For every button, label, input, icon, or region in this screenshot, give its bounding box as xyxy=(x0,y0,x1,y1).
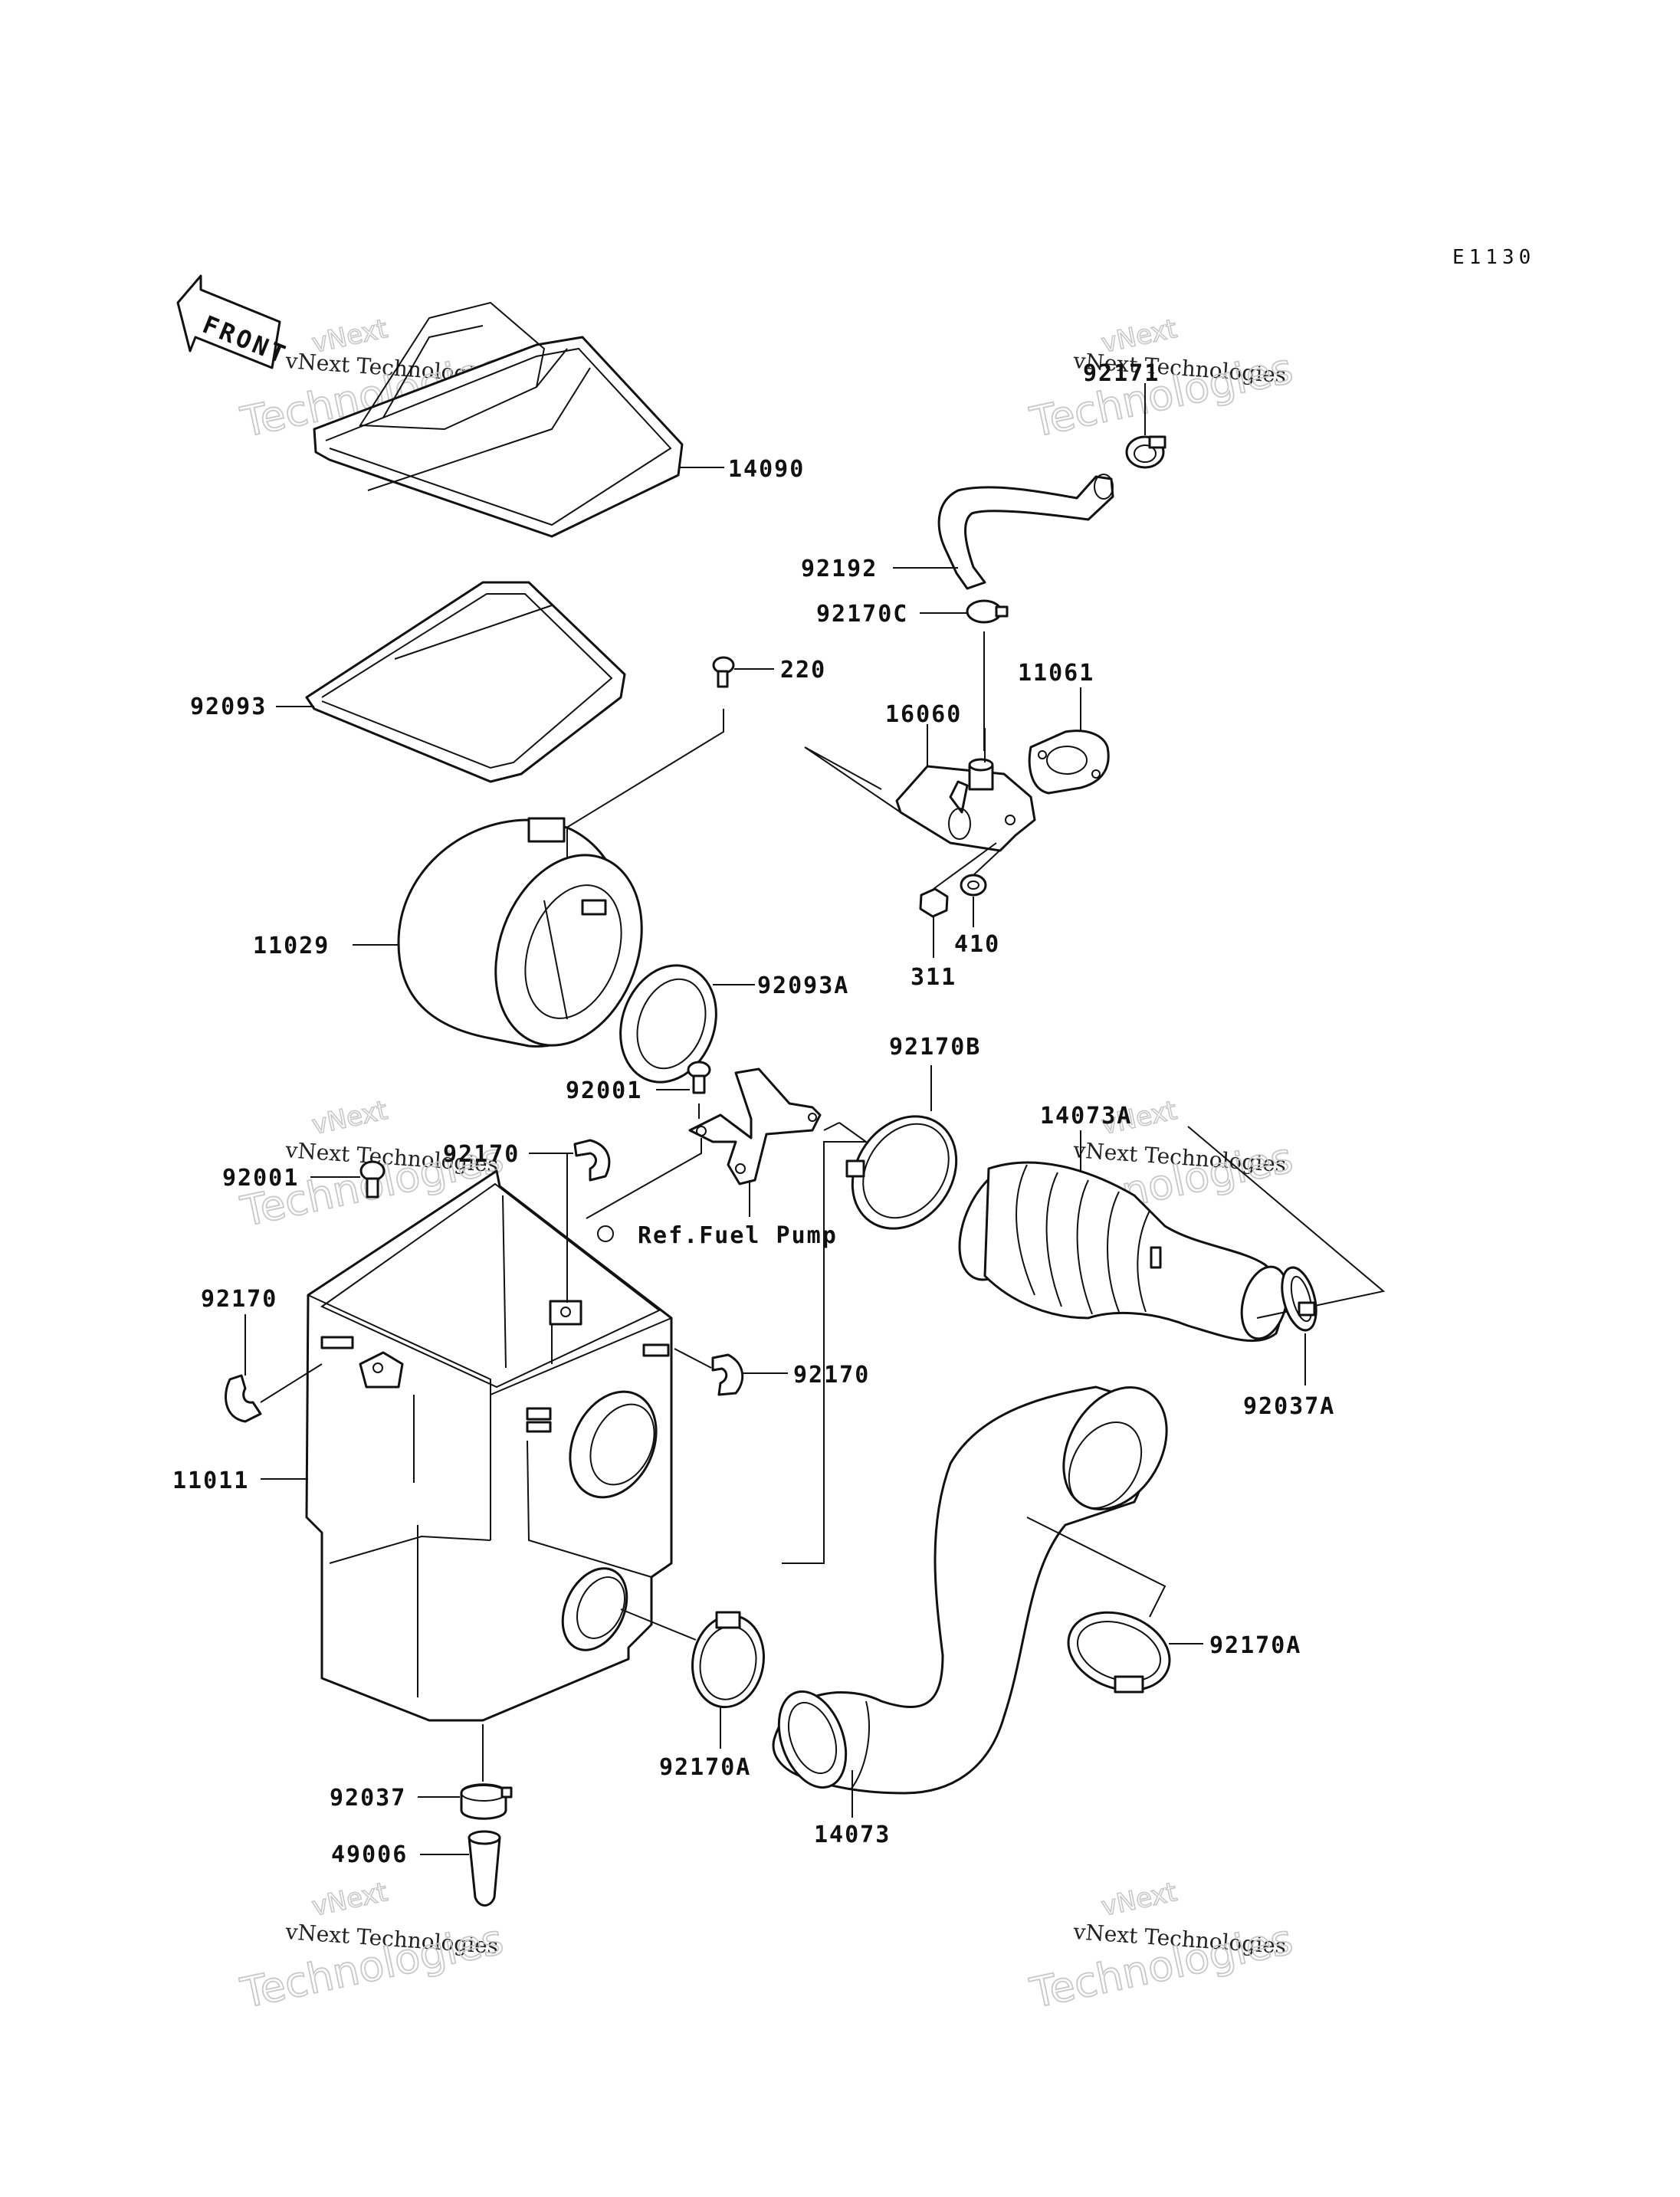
label-220: 220 xyxy=(780,657,826,684)
svg-text:vNext: vNext xyxy=(310,1095,390,1141)
diagram-code: E1130 xyxy=(1452,246,1535,269)
clip-92170-center xyxy=(529,1139,611,1182)
label-92170B: 92170B xyxy=(889,1034,981,1061)
ref-fuel-pump-note: Ref.Fuel Pump xyxy=(638,1222,838,1249)
clamp-92170A-right xyxy=(1026,1517,1203,1694)
nut-311 xyxy=(919,842,997,958)
clamp-92170A-lower xyxy=(620,1608,765,1749)
washer-410 xyxy=(960,842,1009,927)
label-92170-center: 92170 xyxy=(443,1141,520,1168)
front-arrow-icon: FRONT xyxy=(176,274,292,370)
label-92171: 92171 xyxy=(1083,360,1160,387)
clamp-92170C xyxy=(920,599,1009,751)
label-11029: 11029 xyxy=(253,933,330,959)
duct-14073 xyxy=(772,1385,1168,1818)
clip-92170-left xyxy=(225,1314,323,1423)
watermark-top-right: vNext vNext Technologies Technologies xyxy=(1025,313,1298,448)
clamp-92037A xyxy=(1281,1266,1317,1385)
label-92170-left: 92170 xyxy=(201,1286,277,1313)
clamp-92170B xyxy=(782,1065,958,1564)
ring-92093A xyxy=(619,964,755,1084)
clamp-92037 xyxy=(418,1724,513,1820)
label-92093: 92093 xyxy=(190,694,267,720)
label-92170-right: 92170 xyxy=(793,1362,870,1389)
clip-92170-right xyxy=(674,1348,788,1396)
label-92037A: 92037A xyxy=(1243,1393,1335,1420)
label-49006: 49006 xyxy=(331,1841,408,1868)
screw-220 xyxy=(563,656,774,830)
air-box-cover xyxy=(313,301,724,538)
label-11061: 11061 xyxy=(1018,660,1094,687)
hose-92192 xyxy=(893,474,1114,590)
watermark-bottom-left: vNext vNext Technologies Technologies xyxy=(236,1876,508,2018)
boot-14073A xyxy=(958,1126,1386,1343)
label-92170C: 92170C xyxy=(816,601,908,628)
air-box-housing xyxy=(261,1153,673,1722)
label-16060: 16060 xyxy=(885,701,962,728)
svg-text:vNext: vNext xyxy=(1099,1877,1180,1923)
label-11011: 11011 xyxy=(172,1467,249,1494)
intake-16060 xyxy=(804,724,1036,852)
label-14073A: 14073A xyxy=(1040,1103,1132,1130)
label-92001-left: 92001 xyxy=(222,1165,299,1192)
label-92093A: 92093A xyxy=(757,972,849,999)
fuel-pump-bracket xyxy=(586,1067,822,1219)
label-14090: 14090 xyxy=(728,456,805,483)
label-92001-upper: 92001 xyxy=(566,1077,642,1104)
air-filter-element xyxy=(353,817,643,1048)
label-14073: 14073 xyxy=(814,1822,891,1848)
label-92170A-right: 92170A xyxy=(1209,1632,1301,1659)
label-92192: 92192 xyxy=(801,556,878,582)
clamp-92171 xyxy=(1125,383,1166,469)
watermark-bottom-right: vNext vNext Technologies Technologies xyxy=(1025,1876,1298,2018)
svg-text:vNext: vNext xyxy=(310,1877,390,1923)
bolt-92001-upper xyxy=(656,1061,711,1119)
gasket-11061 xyxy=(1028,687,1110,795)
label-92037: 92037 xyxy=(330,1785,406,1812)
label-92170A-lower: 92170A xyxy=(659,1754,751,1781)
drain-49006 xyxy=(420,1830,501,1907)
gasket-92093 xyxy=(276,581,626,783)
label-410: 410 xyxy=(954,931,1000,958)
label-311: 311 xyxy=(911,964,956,991)
bolt-92001-left xyxy=(310,1160,386,1199)
